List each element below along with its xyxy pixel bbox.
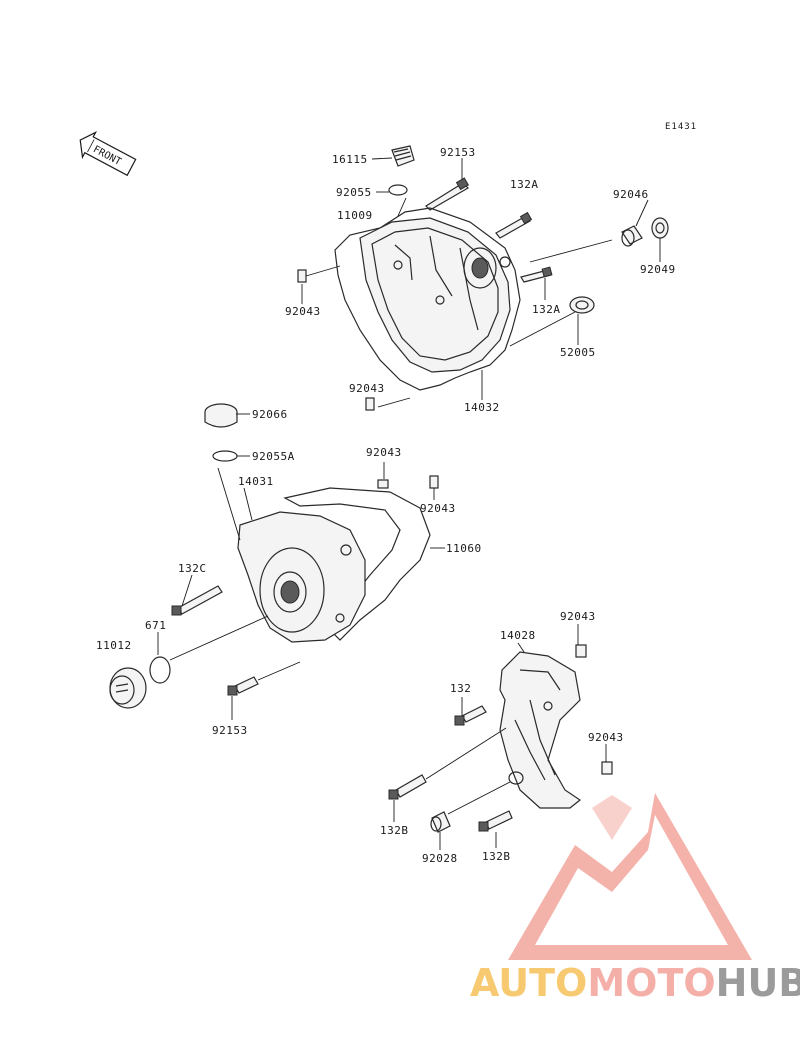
label-52005: 52005 <box>560 346 596 359</box>
logo-hub-text: HUB <box>716 961 800 1005</box>
clutch-cover-14032-part <box>359 217 511 373</box>
seal-92049-part <box>651 217 669 239</box>
label-11060: 11060 <box>446 542 482 555</box>
label-92055: 92055 <box>336 186 372 199</box>
label-11012: 11012 <box>96 639 132 652</box>
o-ring-671-part <box>149 656 171 684</box>
label-92043-r1: 92043 <box>560 610 596 623</box>
label-132b-right: 132B <box>482 850 511 863</box>
label-92043-c1: 92043 <box>366 446 402 459</box>
label-92055a: 92055A <box>252 450 295 463</box>
logo-triangle-icon <box>508 793 752 960</box>
bearing-92046-part <box>621 225 643 247</box>
oil-filler-cap-part <box>391 145 415 167</box>
gasket-11060-part <box>283 487 431 641</box>
generator-cover-14031-part <box>237 511 366 643</box>
diagram-ref-code: E1431 <box>665 122 697 132</box>
bolt-132c-part <box>171 585 223 616</box>
label-671: 671 <box>145 619 166 632</box>
logo-word-auto: AUTOMOTOHUB <box>470 961 800 1005</box>
collar-92028-part <box>430 811 451 833</box>
label-14032: 14032 <box>464 401 500 414</box>
label-92028: 92028 <box>422 852 458 865</box>
bolt-132b-right-part <box>478 810 513 832</box>
label-92043-left: 92043 <box>285 305 321 318</box>
dowel-pin-92043-c1-part <box>377 479 389 489</box>
seal-52005-part <box>569 296 595 314</box>
label-92049: 92049 <box>640 263 676 276</box>
logo-moto-text: MOTO <box>587 961 715 1005</box>
bolt-132-part <box>454 705 487 726</box>
label-132b-left: 132B <box>380 824 409 837</box>
dowel-pin-92043-mid-part <box>365 397 375 411</box>
label-11009: 11009 <box>337 209 373 222</box>
front-arrow-icon: FRONT <box>79 131 137 177</box>
o-ring-92055a-part <box>212 450 238 462</box>
label-132c: 132C <box>178 562 207 575</box>
bracket-14028-part <box>499 651 582 809</box>
label-132a-top: 132A <box>510 178 539 191</box>
automotohub-logo: AUTOMOTOHUB <box>470 793 800 1005</box>
bolt-132a-mid-part <box>520 266 553 283</box>
label-132a-mid: 132A <box>532 303 561 316</box>
dowel-pin-92043-r1-part <box>575 644 587 658</box>
label-14028: 14028 <box>500 629 536 642</box>
bolt-132b-left-part <box>388 774 427 800</box>
bolt-92153-bottom-part <box>227 676 259 696</box>
label-92066: 92066 <box>252 408 288 421</box>
label-92043-r2: 92043 <box>588 731 624 744</box>
dowel-pin-92043-c2-part <box>429 475 439 489</box>
o-ring-92055-part <box>388 184 408 196</box>
leader-lines <box>157 157 661 850</box>
logo-auto-text: AUTO <box>470 961 587 1005</box>
label-92153-bottom: 92153 <box>212 724 248 737</box>
label-92153-top: 92153 <box>440 146 476 159</box>
label-14031: 14031 <box>238 475 274 488</box>
label-16115: 16115 <box>332 153 368 166</box>
label-92046: 92046 <box>613 188 649 201</box>
bolt-92153-top-part <box>425 177 470 211</box>
dowel-pin-92043-r2-part <box>601 761 613 775</box>
plug-92066-part <box>204 403 238 428</box>
bolt-132a-top-part <box>495 211 533 239</box>
label-92043-c2: 92043 <box>420 502 456 515</box>
label-132: 132 <box>450 682 471 695</box>
dowel-pin-92043-left-part <box>297 269 307 283</box>
label-92043-mid: 92043 <box>349 382 385 395</box>
cap-11012-part <box>109 667 147 709</box>
gasket-11009-part <box>334 207 521 391</box>
